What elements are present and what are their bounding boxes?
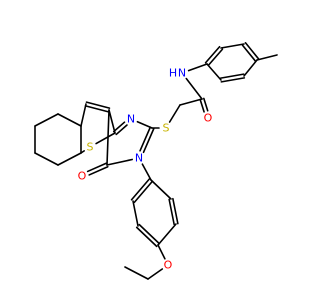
double-bond-p3-p4-b [244,42,260,60]
bond-n2-q1 [141,163,152,181]
double-bond-q3-q4-a [135,226,158,248]
bond-p2-p3 [220,43,245,49]
double-bond-c11-o1-b [88,165,109,176]
bond-p4-p5 [243,59,258,77]
bond-q6-q1 [150,179,172,200]
amide-hydrogen-label: H [169,67,177,80]
bond-o3-e1 [147,268,164,280]
ether-oxygen-label: O [164,259,173,272]
bond-s2-c12 [168,104,181,123]
thiophene-sulfur-label: S [87,141,94,154]
bond-s1-c4 [80,150,85,154]
double-bond-q1-q2-b [133,180,154,204]
double-bond-p3-p4-a [241,44,257,62]
atom-label-layer: S N N O S O N H O [78,67,213,272]
bond-c3-c4 [57,152,82,166]
bond-q4-o3 [157,244,166,260]
bond-c6-c1 [34,113,59,127]
double-bond-p1-p2-b [204,45,221,64]
amide-nitrogen-label: N [178,67,186,80]
double-bond-q5-q6-b [168,198,175,226]
double-bond-p5-p6-b [220,77,246,83]
double-bond-c9-c8-a [84,105,110,113]
bond-c11-c8 [106,109,110,166]
bond-c8-c7 [108,109,116,134]
molecule-structure: S N N O S O N H O [34,42,278,280]
bond-c2-c3 [34,152,59,166]
double-bond-p1-p2-a [207,48,224,67]
bond-c5-c9 [80,103,87,127]
double-bond-c10-n2-b [142,127,155,154]
bond-n3-p1 [187,63,208,72]
double-bond-c13-o2-b [203,97,209,112]
amide-oxygen-label: O [204,112,213,125]
double-bond-c9-c8-b [85,101,111,109]
ring-amide-nitrogen-label: N [135,152,143,165]
double-bond-q1-q2-a [130,177,151,201]
bond-p6-p1 [206,63,222,81]
double-bond-c11-o1-a [86,162,108,173]
bond-c12-c13 [179,98,203,106]
bond-c5-c6 [57,113,82,127]
double-bond-c7-n1-b [112,121,126,133]
bond-q4-q5 [157,223,177,246]
double-bond-p5-p6-a [219,73,245,79]
bond-c7-s1 [95,132,116,145]
molecule-canvas: S N N O S O N H O [34,42,278,280]
double-bond-q5-q6-a [172,197,179,225]
bond-layer [34,42,278,280]
bond-e1-e2 [124,266,149,280]
thioether-sulfur-label: S [163,122,170,135]
double-bond-q3-q4-b [138,223,161,245]
ring-carbonyl-oxygen-label: O [78,170,87,183]
pyrimidine-nitrogen-label: N [127,113,135,126]
bond-p4-me [256,54,278,61]
bond-c13-n3 [185,77,203,100]
double-bond-c10-n2-a [139,126,152,152]
bond-n2-c11 [106,158,133,166]
double-bond-c7-n1-a [115,124,128,136]
double-bond-c13-o2-a [199,98,205,113]
bond-q2-q3 [132,200,139,227]
